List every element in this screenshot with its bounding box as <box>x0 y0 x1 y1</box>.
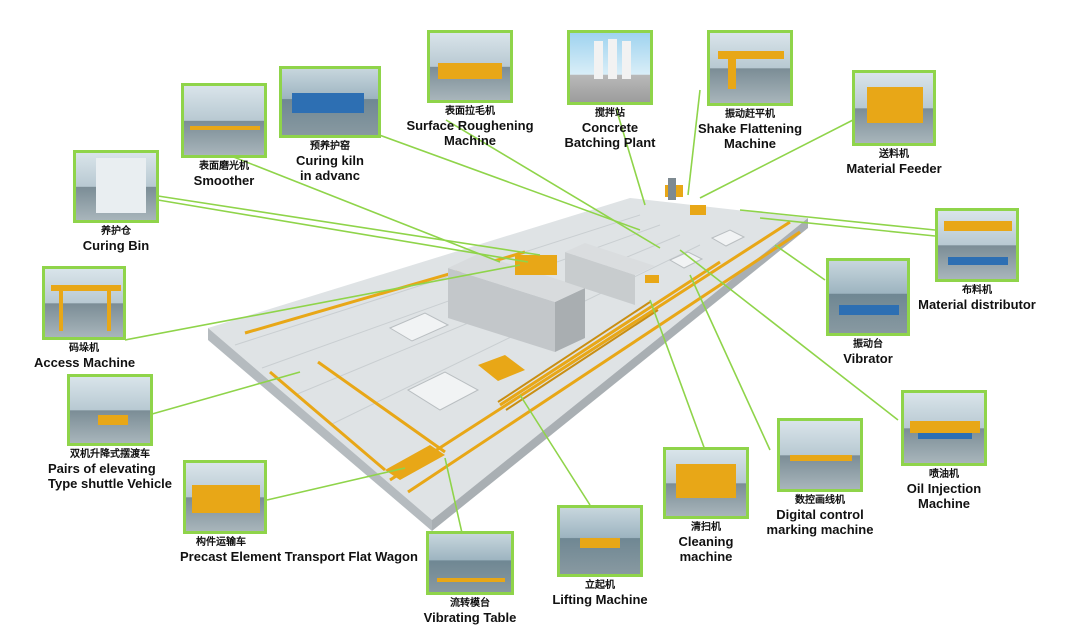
shake-flattening-en-label-2: Machine <box>723 136 776 151</box>
vibrating-table-photo <box>426 531 514 595</box>
callout-material-distributor: 布料机 Material distributor <box>918 208 1036 312</box>
surface-roughening-photo <box>427 30 513 103</box>
surface-roughening-en-label-1: Surface Roughening <box>406 118 534 133</box>
callout-cleaning-machine: 清扫机 Cleaning machine <box>660 447 752 564</box>
oil-injection-photo <box>901 390 987 466</box>
vibrator-en-label: Vibrator <box>843 351 893 366</box>
callout-lifting-machine: 立起机 Lifting Machine <box>548 505 652 607</box>
leader-lines <box>124 89 936 534</box>
callout-vibrator: 振动台 Vibrator <box>816 258 920 366</box>
marking-machine-en-label-2: marking machine <box>766 522 874 537</box>
callout-curing-kiln: 预养护窑 Curing kiln in advanc <box>278 66 382 183</box>
callout-shuttle-vehicle: 双机升降式摆渡车 Pairs of elevating Type shuttle… <box>48 374 172 491</box>
flat-wagon-model <box>385 445 445 480</box>
batching-plant-photo <box>567 30 653 105</box>
kiln-building-front <box>565 252 635 305</box>
oil-injection-cn-label: 喷油机 <box>929 469 959 480</box>
access-machine-photo <box>42 266 126 340</box>
smoother-en-label: Smoother <box>193 173 255 188</box>
cleaning-machine-cn-label: 清扫机 <box>691 522 721 533</box>
access-machine-en-label: Access Machine <box>34 355 136 370</box>
vibrator-photo <box>826 258 910 336</box>
curing-kiln-en-label-1: Curing kiln <box>296 153 364 168</box>
material-feeder-cn-label: 送料机 <box>879 149 909 160</box>
shake-flattening-cn-label: 振动赶平机 <box>725 109 775 120</box>
marking-machine-photo <box>777 418 863 492</box>
callout-oil-injection: 喷油机 Oil Injection Machine <box>892 390 996 511</box>
shuttle-vehicle-en-label-2: Type shuttle Vehicle <box>48 476 173 491</box>
batching-plant-en-label-1: Concrete <box>581 120 639 135</box>
factory-platform-side <box>208 328 432 531</box>
marking-machine-cn-label: 数控画线机 <box>795 495 845 506</box>
material-feeder-en-label: Material Feeder <box>846 161 942 176</box>
vibrating-table-cn-label: 流转模台 <box>450 598 490 609</box>
access-machine-cn-label: 码垛机 <box>69 343 99 354</box>
cleaning-machine-en-label-2: machine <box>679 549 733 564</box>
callout-batching-plant: 搅拌站 Concrete Batching Plant <box>560 30 660 150</box>
smoother-cn-label: 表面磨光机 <box>199 161 249 172</box>
kiln-building-roof <box>565 243 655 275</box>
pallet-2 <box>406 371 480 411</box>
curing-bin-en-label: Curing Bin <box>82 238 150 253</box>
callout-curing-bin: 养护仓 Curing Bin <box>66 150 166 253</box>
factory-platform-front <box>432 218 808 531</box>
pallet-3 <box>668 251 704 269</box>
curing-building-roof <box>448 254 585 302</box>
shuttle-vehicle-photo <box>67 374 153 446</box>
callout-surface-roughening: 表面拉毛机 Surface Roughening Machine <box>400 30 540 148</box>
material-distributor-cn-label: 布料机 <box>962 285 992 296</box>
callout-marking-machine: 数控画线机 Digital control marking machine <box>762 418 878 537</box>
callout-smoother: 表面磨光机 Smoother <box>176 83 272 188</box>
oil-injection-en-label-2: Machine <box>917 496 970 511</box>
vibrator-cn-label: 振动台 <box>853 339 883 350</box>
distributor-model <box>690 205 706 215</box>
pallet-4 <box>710 229 746 247</box>
callout-vibrating-table: 流转模台 Vibrating Table <box>418 531 522 625</box>
lifting-machine-en-label: Lifting Machine <box>552 592 648 607</box>
batching-plant-en-label-2: Batching Plant <box>564 135 656 150</box>
lifting-machine-cn-label: 立起机 <box>585 580 615 591</box>
surface-roughening-en-label-2: Machine <box>443 133 496 148</box>
pallet-1 <box>388 312 450 342</box>
cleaning-machine-en-label-1: Cleaning <box>678 534 734 549</box>
curing-building-side <box>555 288 585 352</box>
surface-roughening-cn-label: 表面拉毛机 <box>445 106 495 117</box>
oil-injection-en-label-1: Oil Injection <box>906 481 982 496</box>
shuttle-vehicle-model <box>478 355 525 381</box>
roller-conveyor <box>497 301 659 411</box>
curing-kiln-photo <box>279 66 381 138</box>
callout-access-machine: 码垛机 Access Machine <box>34 266 136 370</box>
curing-bin-photo <box>73 150 159 223</box>
lifting-machine-photo <box>557 505 643 577</box>
curing-bin-cn-label: 养护仓 <box>101 226 131 237</box>
cleaning-machine-photo <box>663 447 749 519</box>
shuttle-vehicle-cn-label: 双机升降式摆渡车 <box>70 449 150 460</box>
curing-kiln-en-label-2: in advanc <box>300 168 360 183</box>
flat-wagon-cn-label: 构件运输车 <box>196 537 246 548</box>
batching-plant-cn-label: 搅拌站 <box>595 108 625 119</box>
callout-material-feeder: 送料机 Material Feeder <box>840 70 948 176</box>
material-distributor-en-label: Material distributor <box>918 297 1036 312</box>
curing-kiln-cn-label: 预养护窑 <box>310 141 350 152</box>
shuttle-vehicle-en-label-1: Pairs of elevating <box>48 461 156 476</box>
curing-building-front <box>448 268 555 352</box>
material-distributor-photo <box>935 208 1019 282</box>
shake-flattening-en-label-1: Shake Flattening <box>697 121 803 136</box>
vibrating-table-en-label: Vibrating Table <box>423 610 517 625</box>
flat-wagon-photo <box>183 460 267 534</box>
flat-wagon-en-label: Precast Element Transport Flat Wagon <box>180 549 418 564</box>
shake-flattening-photo <box>707 30 793 106</box>
access-machine-model <box>515 255 557 275</box>
callout-flat-wagon: 构件运输车 Precast Element Transport Flat Wag… <box>180 460 418 564</box>
marking-machine-en-label-1: Digital control <box>776 507 864 522</box>
callout-shake-flattening: 振动赶平机 Shake Flattening Machine <box>690 30 810 151</box>
material-feeder-photo <box>852 70 936 146</box>
smoother-photo <box>181 83 267 158</box>
batching-tower <box>668 178 676 200</box>
marking-model <box>645 275 659 283</box>
